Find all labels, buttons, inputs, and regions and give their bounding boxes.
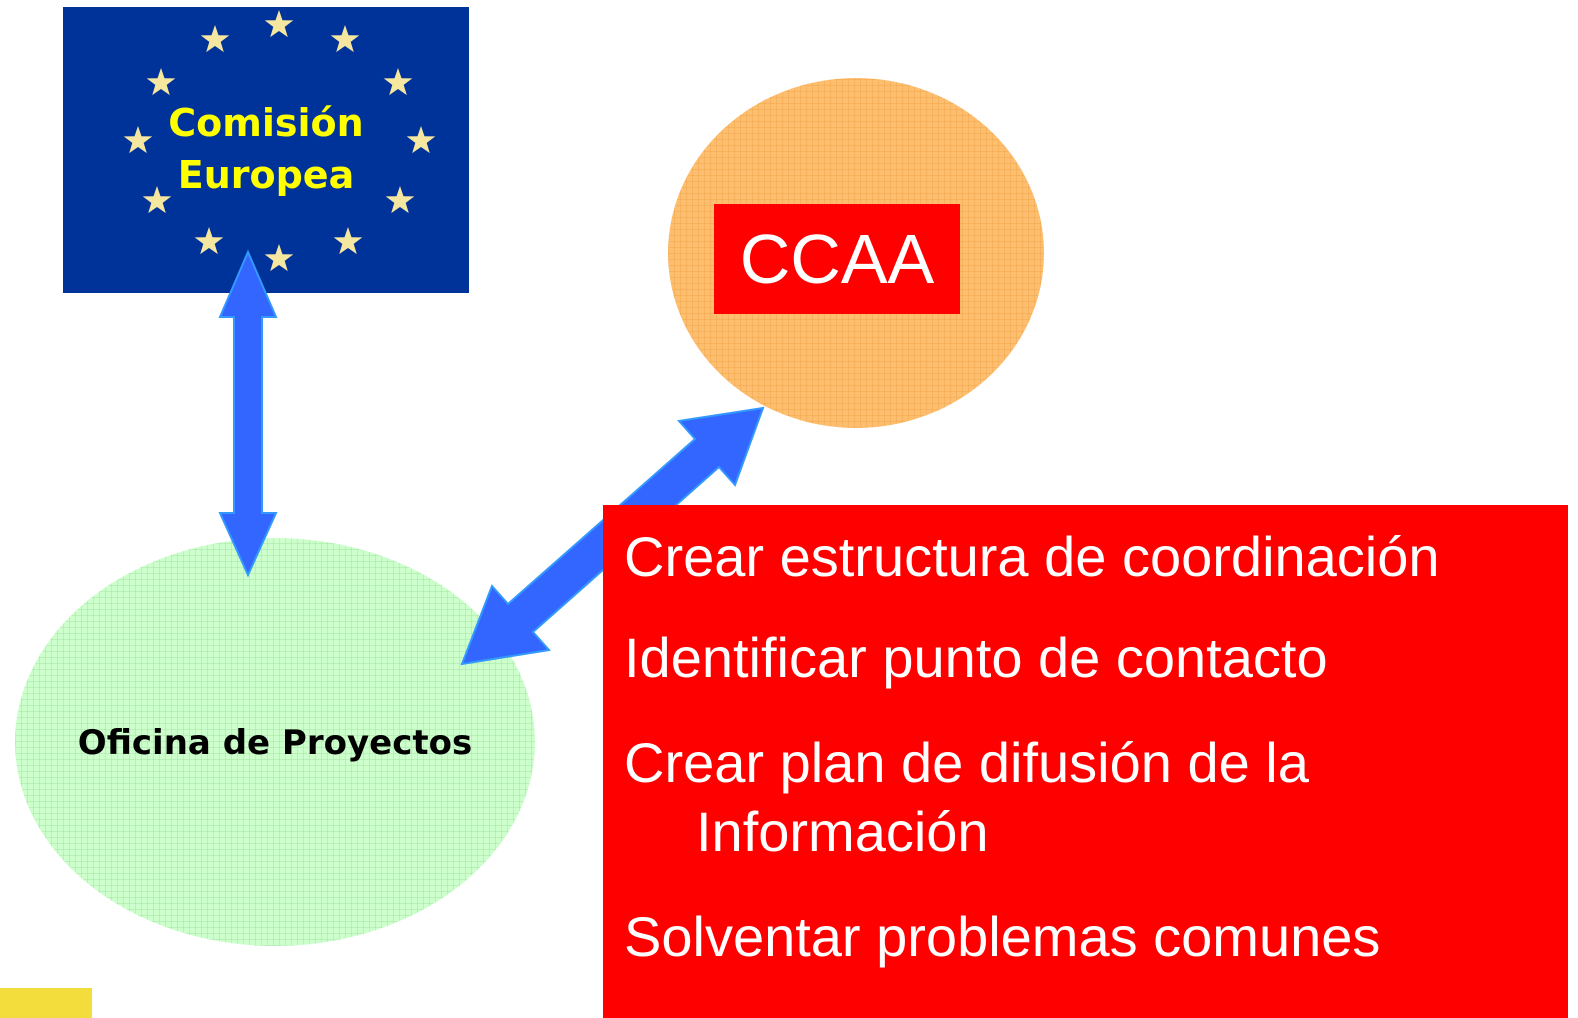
task-item: Solventar problemas comunes xyxy=(624,905,1381,968)
european-commission-box: Comisión Europea xyxy=(63,7,469,293)
ccaa-label: CCAA xyxy=(714,204,960,314)
task-item-continuation: Información xyxy=(696,800,989,863)
oficina-proyectos-circle xyxy=(15,538,535,946)
task-item: Crear plan de difusión de la xyxy=(624,731,1309,794)
oficina-proyectos-label: Oficina de Proyectos xyxy=(77,723,473,763)
yellow-accent-bar xyxy=(0,988,92,1018)
commission-title-line2: Europea xyxy=(177,153,355,197)
tasks-box: Crear estructura de coordinación Identif… xyxy=(603,505,1568,1018)
commission-title-line1: Comisión xyxy=(168,101,364,145)
task-item: Crear estructura de coordinación xyxy=(624,525,1440,588)
task-item: Identificar punto de contacto xyxy=(624,626,1328,689)
commission-oficina-arrow xyxy=(218,249,278,578)
